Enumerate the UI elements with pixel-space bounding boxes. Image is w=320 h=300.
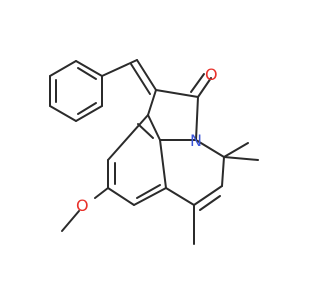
phenyl-ring bbox=[49, 60, 103, 122]
carbonyl-oxygen-label: O bbox=[205, 65, 218, 84]
lactam-ring bbox=[147, 73, 212, 141]
chemical-structure: O N O bbox=[49, 59, 259, 245]
nitrogen-label: N bbox=[190, 131, 202, 150]
structure-canvas: O N O bbox=[49, 59, 259, 245]
methoxy-oxygen-label: O bbox=[76, 196, 89, 215]
benzo-ring bbox=[107, 114, 167, 206]
methoxy-group bbox=[61, 187, 109, 232]
dihydroquinoline-ring bbox=[165, 139, 259, 245]
benzylidene-linker bbox=[101, 59, 157, 95]
